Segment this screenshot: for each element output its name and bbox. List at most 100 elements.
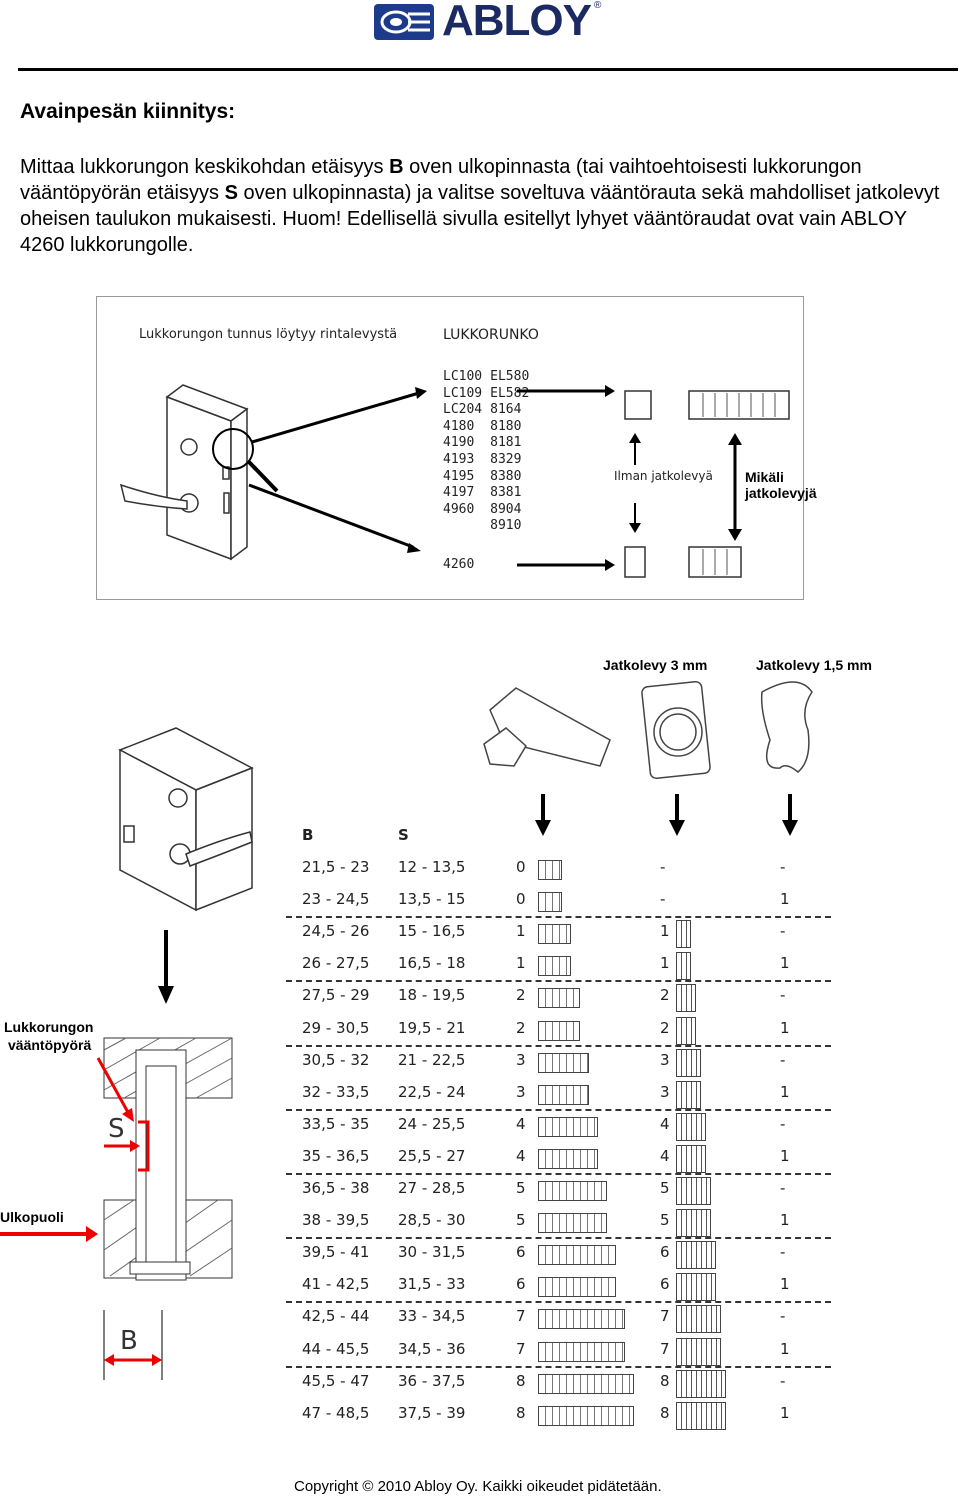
code-cell: 4195	[443, 468, 475, 484]
cell-count: 0	[516, 890, 526, 909]
cell-count: 0	[516, 858, 526, 876]
cell-b: 29 - 30,5	[302, 1018, 370, 1037]
dimension-b-letter: B	[120, 1326, 138, 1356]
spindle-icon	[538, 1309, 625, 1330]
plate-stack-icon	[676, 1080, 701, 1109]
code-cell: LC100	[443, 369, 483, 384]
cell-count: 1	[516, 954, 526, 973]
spindle-icon	[538, 1341, 625, 1362]
spindle-icon	[538, 988, 580, 1009]
code-cell: LC204	[443, 402, 483, 418]
cell-plate-1-5mm: -	[780, 922, 786, 941]
cell-plate-1-5mm: -	[780, 1050, 786, 1069]
spindle-icon	[538, 924, 571, 945]
code-cell: 8380	[490, 468, 522, 484]
plate-stack-icon	[676, 984, 696, 1013]
code-4260: 4260	[443, 557, 475, 572]
code-cell: 4197	[443, 485, 475, 501]
spindle-icon	[538, 860, 562, 880]
intro-s-letter: S	[224, 182, 238, 204]
cell-s: 37,5 - 39	[398, 1403, 466, 1422]
plate-stack-icon	[676, 1177, 711, 1205]
cell-plate-3mm: 2	[660, 986, 670, 1005]
code-cell: 4960	[443, 501, 475, 517]
cell-s: 19,5 - 21	[398, 1018, 466, 1037]
spindle-icon	[538, 892, 562, 913]
cell-count: 7	[516, 1307, 526, 1326]
spindle-icon	[538, 1405, 634, 1426]
cell-plate-3mm: 1	[660, 922, 670, 941]
cell-plate-1-5mm: -	[780, 1179, 786, 1197]
cell-plate-3mm: 7	[660, 1307, 670, 1326]
label-with-extension: Mikäli jatkolevyjä	[745, 469, 817, 501]
registered-mark: ®	[594, 0, 602, 11]
label-follower: vääntöpyörä	[8, 1037, 92, 1053]
section-heading: Avainpesän kiinnitys:	[20, 100, 236, 123]
cell-b: 44 - 45,5	[302, 1339, 370, 1358]
cell-plate-1-5mm: 1	[780, 890, 790, 909]
cell-b: 38 - 39,5	[302, 1211, 370, 1230]
cell-count: 3	[516, 1050, 526, 1069]
cell-s: 13,5 - 15	[398, 890, 466, 909]
cell-count: 5	[516, 1179, 526, 1197]
cell-count: 2	[516, 986, 526, 1005]
cell-plate-3mm: 1	[660, 954, 670, 973]
cell-s: 22,5 - 24	[398, 1082, 466, 1101]
plate-stack-icon	[676, 1112, 706, 1141]
cell-plate-3mm: -	[660, 890, 666, 909]
cell-count: 3	[516, 1082, 526, 1101]
cell-plate-1-5mm: -	[780, 986, 786, 1005]
spindle-icon	[538, 1020, 580, 1041]
cell-s: 28,5 - 30	[398, 1211, 466, 1230]
row-divider	[286, 980, 831, 983]
code-cell: EL582	[490, 385, 530, 401]
code-cell: 8910	[490, 518, 522, 534]
spindle-icon	[538, 1277, 616, 1298]
cell-count: 1	[516, 922, 526, 941]
intro-text-1: Mittaa lukkorungon keskikohdan etäisyys	[20, 156, 390, 178]
cell-plate-3mm: 4	[660, 1146, 670, 1165]
lock-body-figure: Lukkorungon tunnus löytyy rintalevystä L…	[96, 296, 817, 600]
cell-b: 41 - 42,5	[302, 1275, 370, 1294]
cell-plate-1-5mm: 1	[780, 1018, 790, 1037]
plate-stack-icon	[676, 1369, 726, 1398]
cell-b: 42,5 - 44	[302, 1307, 370, 1326]
figure-caption-left: Lukkorungon tunnus löytyy rintalevystä	[139, 327, 398, 342]
label-without-extension: Ilman jatkolevyä	[614, 469, 713, 483]
cell-b: 35 - 36,5	[302, 1146, 370, 1165]
abloy-key-mark	[374, 4, 434, 40]
intro-b-letter: B	[389, 156, 404, 178]
cell-s: 21 - 22,5	[398, 1050, 466, 1069]
label-outside: Ulkopuoli	[0, 1209, 64, 1225]
label-plate-3mm: Jatkolevy 3 mm	[603, 657, 708, 673]
footer-copyright: Copyright © 2010 Abloy Oy. Kaikki oikeud…	[294, 1478, 662, 1495]
spindle-icon	[538, 1373, 634, 1394]
code-cell: 8329	[490, 451, 522, 467]
cell-s: 36 - 37,5	[398, 1371, 466, 1390]
cell-plate-1-5mm: 1	[780, 1339, 790, 1358]
plate-stack-icon	[676, 1401, 726, 1430]
cell-s: 15 - 16,5	[398, 922, 466, 941]
cell-count: 5	[516, 1211, 526, 1230]
cell-plate-1-5mm: -	[780, 1371, 786, 1390]
row-divider	[286, 916, 831, 919]
cell-s: 31,5 - 33	[398, 1275, 466, 1294]
plate-stack-icon	[676, 1305, 721, 1334]
cell-count: 8	[516, 1403, 526, 1422]
header-rule	[18, 68, 958, 71]
cell-b: 21,5 - 23	[302, 858, 370, 876]
lock-body-small	[118, 727, 254, 912]
cell-plate-1-5mm: -	[780, 1114, 786, 1133]
cell-plate-3mm: 6	[660, 1243, 670, 1262]
figure-caption-right: LUKKORUNKO	[443, 327, 539, 343]
header-b: B	[302, 826, 314, 844]
spindle-icon	[538, 1148, 598, 1169]
spindle-icon	[538, 1181, 607, 1201]
